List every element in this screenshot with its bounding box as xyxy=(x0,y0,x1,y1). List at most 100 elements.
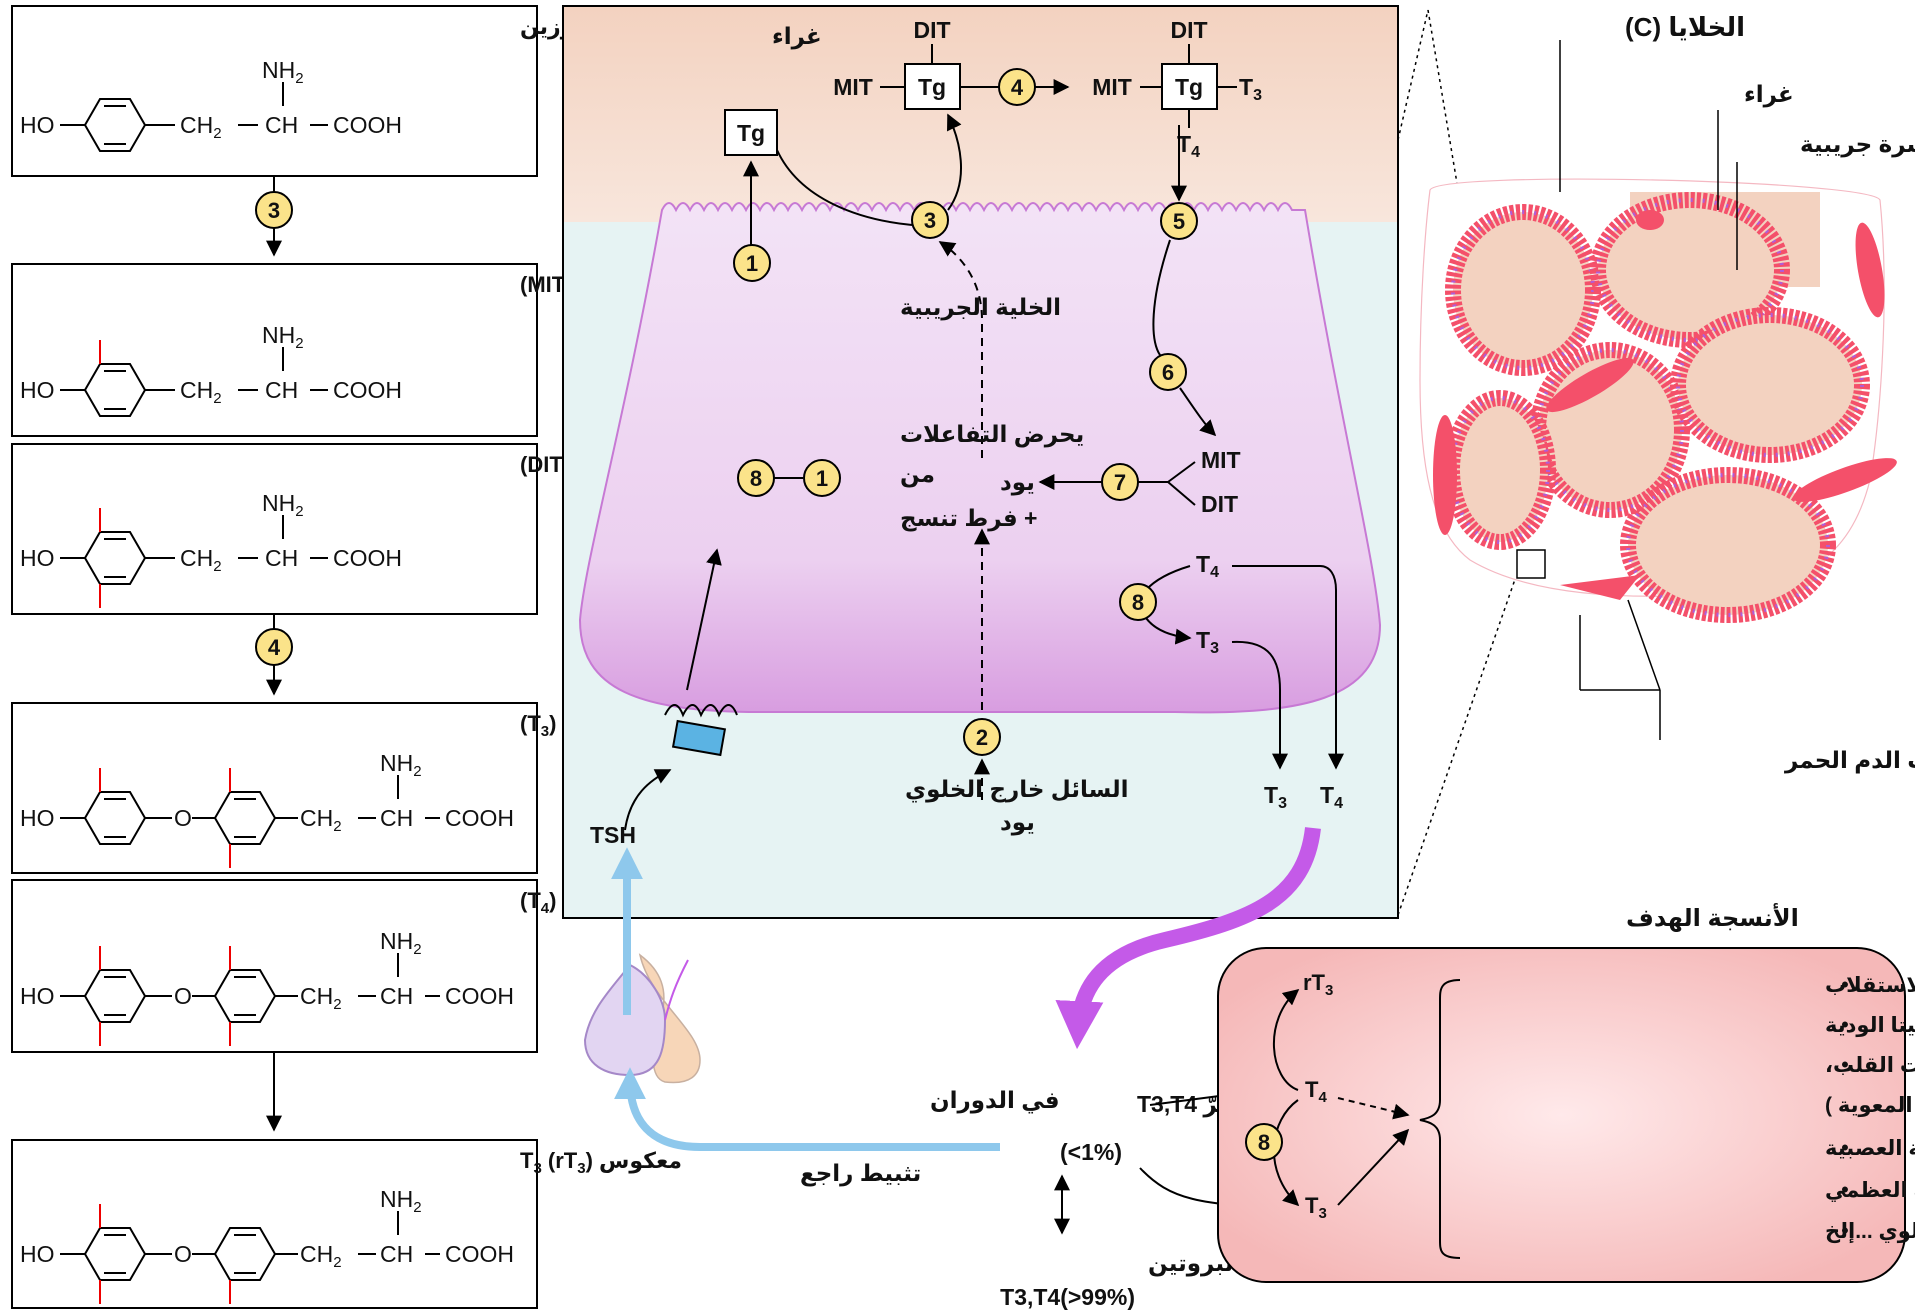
step-4-label: 4 xyxy=(268,635,281,660)
extracellular-label: السائل خارج الخلوي xyxy=(905,776,1129,803)
o-label: O xyxy=(174,983,192,1009)
lumen-region xyxy=(564,7,1397,222)
target-box xyxy=(1217,947,1906,1283)
bullet: • xyxy=(1841,1012,1849,1037)
o-label: O xyxy=(174,805,192,831)
dit-label-1: DIT xyxy=(913,17,950,43)
target-tissue-box: الأنسجة الهدف rT3 T4 T3 8 زيادة معدل الا… xyxy=(1217,903,1915,1283)
stimulates-line3: + فرط تنسج xyxy=(900,505,1037,532)
rbc xyxy=(1546,357,1634,413)
step-4-label-cell: 4 xyxy=(1011,75,1024,100)
tsh-receptor-box xyxy=(671,719,727,757)
tg-label-middle: Tg xyxy=(918,74,946,100)
nh2-label: NH2 xyxy=(380,750,422,780)
bullet: • xyxy=(1841,1135,1849,1160)
follicle xyxy=(1620,467,1836,623)
ho-label: HO xyxy=(20,983,55,1009)
o-label: O xyxy=(174,1241,192,1267)
bullet: • xyxy=(1841,1177,1849,1202)
step-1-circle xyxy=(733,244,771,282)
rbc xyxy=(1855,222,1885,318)
feedback-label: تثبيط راجع xyxy=(800,1160,921,1187)
mit-label-1: MIT xyxy=(833,74,873,100)
cooh-label: COOH xyxy=(333,112,402,138)
mit-label-2: MIT xyxy=(1092,74,1132,100)
bullet: • xyxy=(1841,1052,1849,1077)
follicle xyxy=(1670,307,1870,463)
feedback-arrow xyxy=(614,1067,1000,1151)
ch-label: CH xyxy=(380,805,413,831)
step-8-label-cell: 8 xyxy=(1132,590,1144,615)
t3-box: تيروزين ثلاثي اليود (T3) HO O CH2 CH NH2… xyxy=(11,702,765,874)
ho-label: HO xyxy=(20,805,55,831)
cooh-label: COOH xyxy=(445,983,514,1009)
ch2-label: CH2 xyxy=(300,805,342,835)
tsh-receptor xyxy=(664,704,738,718)
secretion-arrow xyxy=(1055,826,1321,1050)
follicle xyxy=(1444,390,1556,550)
rbc xyxy=(1433,415,1457,535)
target-title: الأنسجة الهدف xyxy=(1626,903,1799,932)
step-3-label-cell: 3 xyxy=(924,208,936,233)
ch2-label: CH2 xyxy=(180,377,222,407)
rt3-title: معكوس T3 (rT3) xyxy=(520,1148,682,1177)
ho-label: HO xyxy=(20,377,55,403)
step-7-label: 7 xyxy=(1114,470,1126,495)
ho-label: HO xyxy=(20,1241,55,1267)
iodine-label-outside: يود xyxy=(1000,809,1035,836)
step-7-circle xyxy=(1101,463,1139,501)
step-8-circle-target xyxy=(1245,1123,1283,1161)
zoom-square xyxy=(1516,549,1546,579)
epithelium-label: بشرة جريبية xyxy=(1800,131,1915,158)
lumen-label: غراء xyxy=(772,23,822,50)
step-1-label-stim: 1 xyxy=(816,466,828,491)
step-3-label: 3 xyxy=(268,198,280,223)
dit-label-2: DIT xyxy=(1170,17,1207,43)
rbc xyxy=(1636,210,1664,230)
step-5-circle xyxy=(1160,202,1198,240)
step-1-label: 1 xyxy=(746,251,758,276)
colloid-label: غراء xyxy=(1744,81,1794,108)
step-8-label-stim: 8 xyxy=(750,466,762,491)
iodine-label-cell: يود xyxy=(1000,469,1035,496)
ch-label: CH xyxy=(265,112,298,138)
follicular-cell-body xyxy=(578,202,1382,714)
step-4-circle xyxy=(255,628,293,666)
rt3-box: معكوس T3 (rT3) HO O CH2 CH NH2 COOH xyxy=(11,1139,682,1309)
cooh-label: COOH xyxy=(333,545,402,571)
stimulates-from: من xyxy=(900,461,935,488)
circulation-label: في الدوران xyxy=(930,1087,1060,1114)
bullet: • xyxy=(1841,1218,1849,1243)
brace xyxy=(1419,979,1461,1259)
nh2-label: NH2 xyxy=(262,57,304,87)
mit-label-3: MIT xyxy=(1201,447,1241,473)
step-8-label-target: 8 xyxy=(1258,1130,1270,1155)
cooh-label: COOH xyxy=(333,377,402,403)
tg-label: Tg xyxy=(737,120,765,146)
bullet: • xyxy=(1841,972,1849,997)
effect-item: زيادة في الرشف العظمي xyxy=(1825,1179,1915,1202)
mit-box: تيروزين أحادي اليود (MIT) HO CH2 CH NH2 … xyxy=(11,263,789,437)
effect-item: تنبيه الجملة العصبية xyxy=(1825,1137,1915,1160)
step-6-label: 6 xyxy=(1162,360,1174,385)
dit-label-3: DIT xyxy=(1201,491,1238,517)
effect-item: الحركات المعوية ) xyxy=(1825,1094,1915,1117)
ch2-label: CH2 xyxy=(180,112,222,142)
step-4-circle-cell xyxy=(998,68,1036,106)
tsh-label: TSH xyxy=(590,822,636,848)
ch2-label: CH2 xyxy=(180,545,222,575)
effects-list: زيادة معدل الاستقلاب تفعيل مستقبلات بيتا… xyxy=(1825,972,1915,1244)
follicular-cell-panel: غراء الخلية الجريبية السائل خارج الخلوي … xyxy=(562,5,1399,919)
cooh-label: COOH xyxy=(445,805,514,831)
follicle-illustration: الخلايا (C) غراء بشرة جريبية كريات الدم … xyxy=(1419,12,1915,774)
free-pct-label: (<1%) xyxy=(1060,1139,1122,1165)
tg-box xyxy=(724,109,778,156)
ch2-label: CH2 xyxy=(300,983,342,1013)
cooh-label: COOH xyxy=(445,1241,514,1267)
nh2-label: NH2 xyxy=(262,490,304,520)
follicle xyxy=(1445,204,1601,376)
step-8-circle-cell xyxy=(1119,583,1157,621)
effect-item: ( مثال: معدل ضربات القلب، xyxy=(1825,1054,1915,1077)
step-3-circle xyxy=(255,191,293,229)
